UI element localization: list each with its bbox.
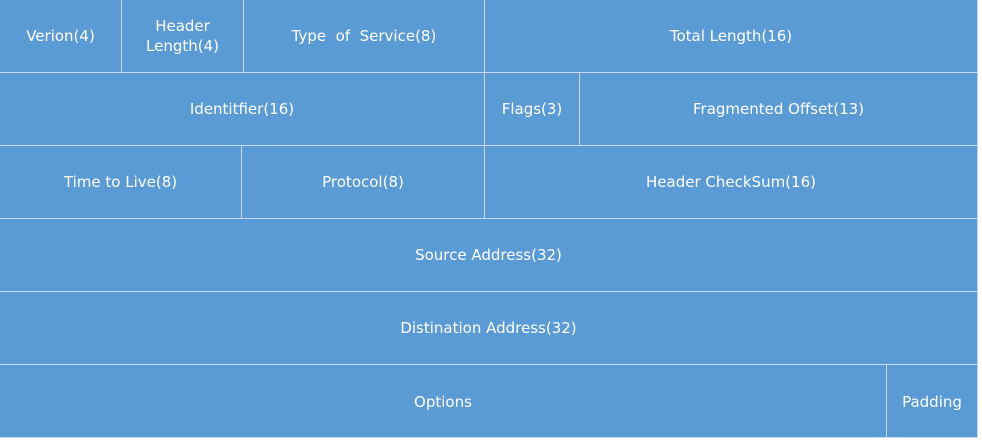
field-version: Verion(4) xyxy=(0,0,122,72)
header-row-4: Source Address(32) xyxy=(0,219,978,291)
field-type-of-service: Type of Service(8) xyxy=(244,0,485,72)
field-fragmented-offset: Fragmented Offset(13) xyxy=(580,73,978,145)
row-divider xyxy=(0,437,978,438)
header-row-5: Distination Address(32) xyxy=(0,292,978,364)
field-padding-label: Padding xyxy=(902,392,962,411)
field-padding: Padding xyxy=(887,365,978,438)
field-header-length-label: Header Length(4) xyxy=(146,17,219,55)
right-border xyxy=(977,0,978,438)
field-fragmented-offset-label: Fragmented Offset(13) xyxy=(692,100,865,118)
row-divider xyxy=(0,218,978,219)
header-row-3: Time to Live(8) Protocol(8) Header Check… xyxy=(0,146,978,218)
field-options-label: Options xyxy=(414,392,472,411)
header-row-6: Options Padding xyxy=(0,365,978,438)
header-row-2: Identitfier(16) Flags(3) Fragmented Offs… xyxy=(0,73,978,145)
field-total-length: Total Length(16) xyxy=(485,0,978,72)
field-total-length-label: Total Length(16) xyxy=(669,27,793,45)
row-divider xyxy=(0,364,978,365)
field-time-to-live-label: Time to Live(8) xyxy=(63,173,178,191)
field-flags: Flags(3) xyxy=(485,73,580,145)
field-header-length: Header Length(4) xyxy=(122,0,244,72)
field-header-checksum-label: Header CheckSum(16) xyxy=(646,173,816,191)
row-divider xyxy=(0,291,978,292)
field-source-address: Source Address(32) xyxy=(0,219,978,291)
field-destination-address: Distination Address(32) xyxy=(0,292,978,364)
field-protocol-label: Protocol(8) xyxy=(322,173,404,191)
row-divider xyxy=(0,145,978,146)
field-flags-label: Flags(3) xyxy=(501,100,563,118)
row-divider xyxy=(0,72,978,73)
field-source-address-label: Source Address(32) xyxy=(415,246,562,264)
field-header-checksum: Header CheckSum(16) xyxy=(485,146,978,218)
header-row-1: Verion(4) Header Length(4) Type of Servi… xyxy=(0,0,978,72)
field-destination-address-label: Distination Address(32) xyxy=(400,319,577,337)
field-identifier-label: Identitfier(16) xyxy=(189,100,295,118)
field-identifier: Identitfier(16) xyxy=(0,73,485,145)
field-type-of-service-label: Type of Service(8) xyxy=(291,27,437,45)
field-options: Options xyxy=(0,365,887,438)
field-version-label: Verion(4) xyxy=(26,27,95,45)
field-protocol: Protocol(8) xyxy=(242,146,485,218)
field-time-to-live: Time to Live(8) xyxy=(0,146,242,218)
